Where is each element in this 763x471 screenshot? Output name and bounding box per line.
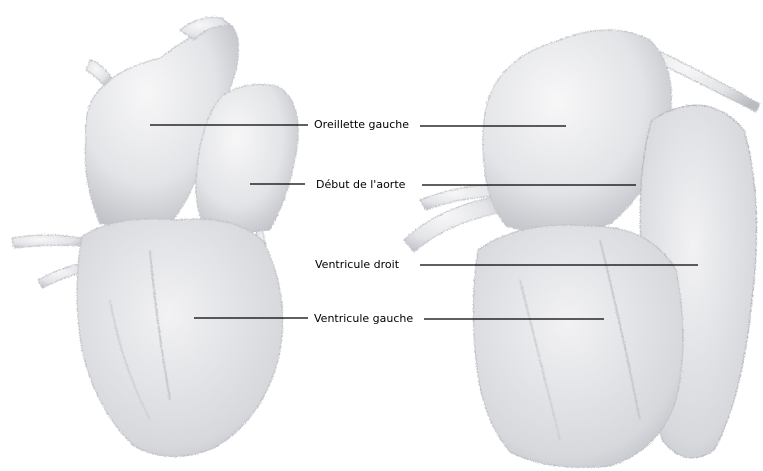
ventricle-mass [77,219,283,457]
left-top-vessel [86,60,112,86]
label-oreillette-gauche: Oreillette gauche [313,118,410,131]
label-debut-aorte: Début de l'aorte [315,178,406,191]
right-ventricle-mass [473,225,683,467]
right-heart-view [404,30,760,467]
label-ventricule-gauche: Ventricule gauche [313,312,414,325]
left-vessel-branch [12,235,84,248]
left-heart-view [12,17,298,456]
label-ventricule-droit: Ventricule droit [314,258,400,271]
